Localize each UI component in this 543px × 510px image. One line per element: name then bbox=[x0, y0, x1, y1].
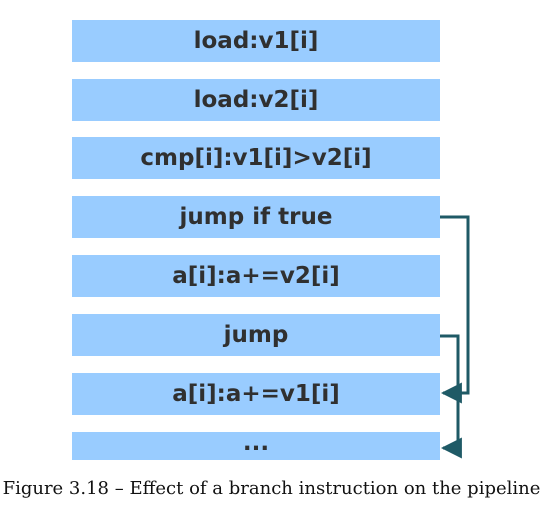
instruction-block-load-v2: load:v2[i] bbox=[72, 79, 440, 121]
instruction-block-jump-if-true: jump if true bbox=[72, 196, 440, 238]
instruction-block-add-v1: a[i]:a+=v1[i] bbox=[72, 373, 440, 415]
instruction-block-load-v1: load:v1[i] bbox=[72, 20, 440, 62]
branch-arrow-jump bbox=[440, 334, 462, 459]
instruction-block-compare: cmp[i]:v1[i]>v2[i] bbox=[72, 137, 440, 179]
instruction-block-ellipsis: ... bbox=[72, 432, 440, 460]
pipeline-diagram: load:v1[i] load:v2[i] cmp[i]:v1[i]>v2[i]… bbox=[72, 20, 470, 460]
instruction-block-add-v2: a[i]:a+=v2[i] bbox=[72, 255, 440, 297]
instruction-block-jump: jump bbox=[72, 314, 440, 356]
branch-arrow-jump-if-true bbox=[440, 215, 470, 404]
figure-caption: Figure 3.18 – Effect of a branch instruc… bbox=[2, 478, 541, 499]
